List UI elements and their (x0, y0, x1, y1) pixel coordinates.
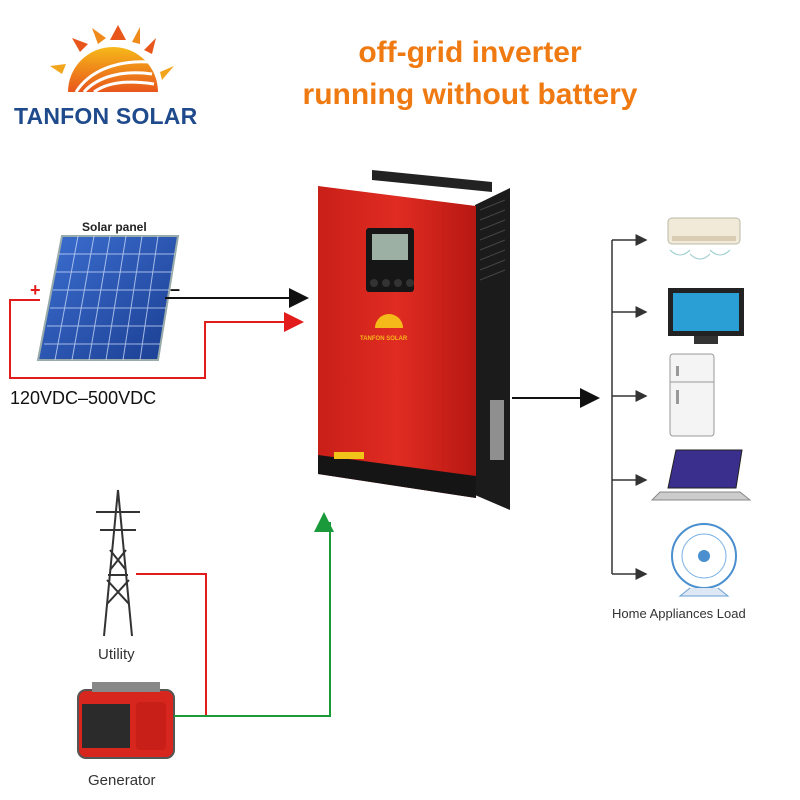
inverter (318, 170, 510, 510)
laptop-icon (650, 449, 752, 501)
generator-icon (77, 682, 175, 759)
home-appliances-load-label: Home Appliances Load (612, 606, 746, 621)
solar-panel-label: Solar panel (82, 220, 147, 234)
generator-label: Generator (88, 772, 156, 789)
television-icon (668, 288, 744, 344)
plus-sign: + (30, 280, 41, 300)
utility-tower-icon (96, 489, 140, 637)
minus-sign: – (170, 279, 181, 299)
ac-input-wires (136, 512, 334, 717)
title-line-2: running without battery (302, 78, 638, 111)
air-conditioner-icon (667, 217, 741, 260)
brand-name: TANFON SOLAR (14, 103, 198, 129)
inverter-logo-text: TANFON SOLAR (360, 336, 408, 342)
voltage-range-label: 120VDC–500VDC (10, 388, 157, 408)
utility-label: Utility (98, 646, 135, 663)
fan-icon (671, 523, 737, 597)
refrigerator-icon (669, 353, 715, 437)
solar-panel (36, 235, 180, 361)
dc-wires (9, 288, 309, 379)
title-line-1: off-grid inverter (358, 36, 582, 69)
output-bus (512, 234, 648, 580)
brand-logo (50, 25, 174, 94)
